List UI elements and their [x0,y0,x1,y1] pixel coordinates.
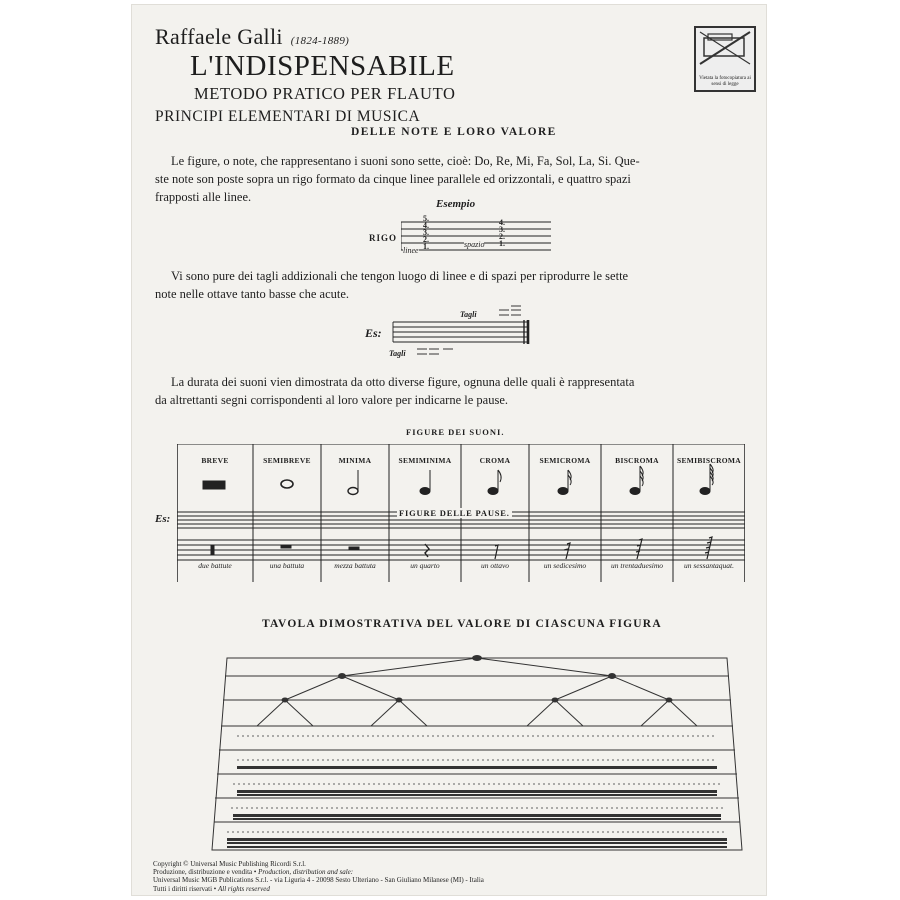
figure-suoni-title: FIGURE DEI SUONI. [406,427,505,437]
column-header-breve: BREVE [201,456,229,465]
footer-line: Copyright © Universal Music Publishing R… [153,860,306,868]
linee-label: linee [403,246,419,255]
line-number: 2. [423,235,429,244]
paragraph-line: Vi sono pure dei tagli addizionali che t… [171,269,629,283]
spazio-label: spazio [464,240,485,249]
column-desc-minima: mezza battuta [334,561,376,570]
space-number: 1. [499,239,505,248]
space-number: 3. [499,225,505,234]
paragraph-durata: La durata dei suoni vien dimostrata da o… [155,373,755,409]
section-title: PRINCIPI ELEMENTARI DI MUSICA [155,108,421,125]
column-desc-semiminima: un quarto [410,561,440,570]
author-text: Raffaele Galli [155,24,283,49]
footer-line: Universal Music MGB Publications S.r.l. … [153,876,484,885]
score-page: Raffaele Galli (1824-1889) L'INDISPENSABI… [131,4,767,896]
book-subtitle: METODO PRATICO PER FLAUTO [194,84,456,103]
line-number: 5. [423,214,429,223]
footer-text-italic: Production, distribution and sale: [258,868,354,877]
no-photocopy-stamp: Vietata la fotocopiatura ai sensi di leg… [694,26,756,92]
footer-line: Tutti i diritti riservati • All rights r… [153,885,484,893]
paragraph-line: note nelle ottave tanto basse che acute. [155,287,350,301]
figures-table-grid [177,444,745,582]
footer-text: Produzione, distribuzione e vendita • [153,868,259,877]
paragraph-line: ste note son poste sopra un rigo formato… [155,172,631,186]
line-number: 4. [423,221,429,230]
stamp-text: Vietata la fotocopiatura ai sensi di leg… [699,76,751,87]
footer-line: Produzione, distribuzione e vendita • Pr… [153,868,484,876]
line-number: 3. [423,228,429,237]
column-header-minima: MINIMA [338,456,372,465]
tagli-top-label: Tagli [460,310,477,319]
copyright-footer: Copyright © Universal Music Publishing R… [153,860,484,893]
note-value-tree [211,655,743,851]
paragraph-tagli: Vi sono pure dei tagli addizionali che t… [155,267,755,303]
esempio-label: Esempio [436,198,476,210]
column-header-semiminima: SEMIMINIMA [398,456,452,465]
footer-text: Tutti i diritti riservati • [153,884,218,893]
rigo-label: RIGO [369,233,398,243]
column-desc-breve: due battute [198,561,232,570]
composer-dates: (1824-1889) [290,35,350,47]
space-numbers: 4. 3. 2. 1. [499,218,505,248]
figure-pause-title: FIGURE DELLE PAUSE. [397,508,512,518]
space-number: 4. [499,218,505,227]
paragraph-notes: Le figure, o note, che rappresentano i s… [155,152,755,206]
column-header-semicroma: SEMICROMA [539,456,591,465]
footer-text-italic: All rights reserved [218,884,270,893]
book-title: L'INDISPENSABILE [190,50,455,82]
paragraph-line: frapposti alle linee. [155,190,252,204]
paragraph-line: La durata dei suoni vien dimostrata da o… [171,375,635,389]
paragraph-line: Le figure, o note, che rappresentano i s… [171,154,640,168]
column-header-croma: CROMA [479,456,511,465]
column-header-biscroma: BISCROMA [615,456,659,465]
line-numbers: 5. 4. 3. 2. 1. [423,214,429,251]
tagli-staff [392,305,530,355]
crossed-copier-icon [699,31,751,65]
column-desc-croma: un ottavo [480,561,510,570]
es-label: Es: [365,326,382,340]
column-desc-semibreve: una battuta [269,561,305,570]
space-number: 2. [499,232,505,241]
tagli-bottom-label: Tagli [389,349,406,358]
column-desc-semicroma: un sedicesimo [543,561,587,570]
column-header-semibreve: SEMIBREVE [263,456,311,465]
chapter-heading: DELLE NOTE E LORO VALORE [351,126,557,138]
column-desc-semibiscroma: un sessantaquat. [683,561,734,570]
line-number: 1. [423,242,429,251]
composer-name: Raffaele Galli (1824-1889) [155,24,349,50]
tavola-title: TAVOLA DIMOSTRATIVA DEL VALORE DI CIASCU… [262,618,662,630]
column-header-semibiscroma: SEMIBISCROMA [676,456,742,465]
es-table-label: Es: [155,513,171,525]
paragraph-line: da altrettanti segni corrispondenti al l… [155,393,508,407]
column-desc-biscroma: un trentaduesimo [610,561,663,570]
